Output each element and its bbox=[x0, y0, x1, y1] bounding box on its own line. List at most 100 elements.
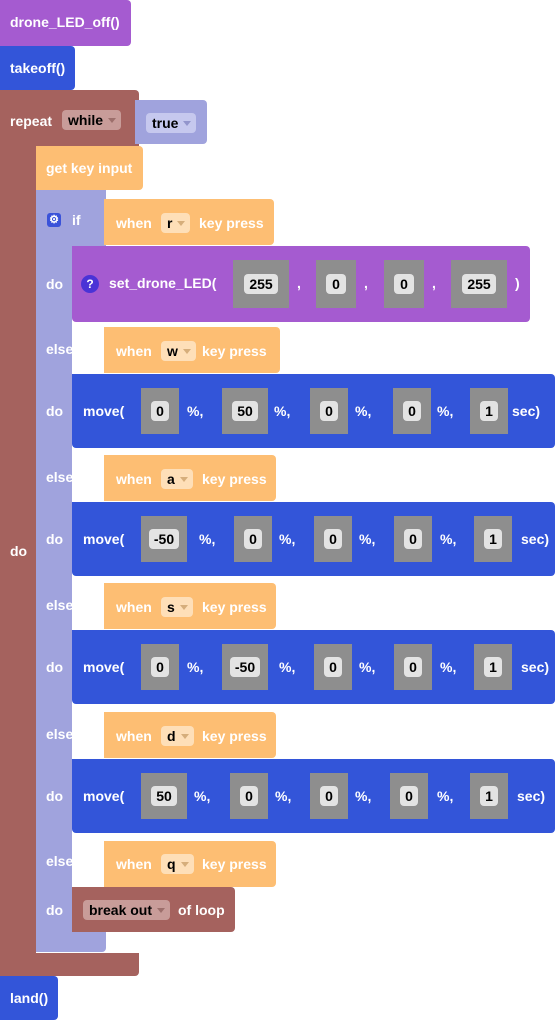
key-press-label: key press bbox=[202, 728, 267, 744]
if-block-spine[interactable] bbox=[36, 190, 72, 952]
percent-label: %, bbox=[274, 403, 291, 419]
key-press-label: key press bbox=[199, 215, 264, 231]
move-arg-field[interactable]: 0 bbox=[404, 657, 422, 677]
elseif-label: else if bbox=[46, 726, 86, 742]
percent-label: %, bbox=[440, 531, 457, 547]
led-arg-2[interactable]: 0 bbox=[326, 274, 346, 294]
repeat-do-label: do bbox=[10, 543, 28, 559]
key-dropdown-q[interactable]: q bbox=[161, 854, 194, 874]
percent-label: %, bbox=[355, 788, 372, 804]
move-arg-field[interactable]: 0 bbox=[324, 657, 342, 677]
comma: , bbox=[364, 275, 368, 291]
when-label: when bbox=[116, 728, 152, 744]
move-arg-field[interactable]: 0 bbox=[320, 786, 338, 806]
takeoff-label: takeoff() bbox=[10, 60, 66, 76]
key-press-label: key press bbox=[202, 856, 267, 872]
do-label: do bbox=[46, 531, 64, 547]
repeat-label: repeat bbox=[10, 113, 53, 129]
key-dropdown[interactable]: s bbox=[161, 597, 193, 617]
sec-label: sec) bbox=[517, 788, 546, 804]
repeat-bottom-arm bbox=[0, 953, 139, 976]
led-arg-4[interactable]: 255 bbox=[462, 274, 496, 294]
elseif-label: else if bbox=[46, 597, 86, 613]
close-paren: ) bbox=[515, 275, 520, 291]
percent-label: %, bbox=[187, 659, 204, 675]
break-mode-dropdown[interactable]: break out bbox=[83, 900, 171, 920]
repeat-spine bbox=[0, 146, 36, 976]
when-label: when bbox=[116, 599, 152, 615]
chevron-down-icon bbox=[157, 908, 166, 913]
help-icon[interactable]: ? bbox=[81, 275, 99, 293]
move-arg-field[interactable]: -50 bbox=[230, 657, 260, 677]
percent-label: %, bbox=[440, 659, 457, 675]
takeoff-block[interactable]: takeoff() bbox=[0, 46, 75, 90]
move-arg-field[interactable]: 0 bbox=[324, 529, 342, 549]
key-dropdown[interactable]: d bbox=[161, 726, 194, 746]
true-dropdown[interactable]: true bbox=[146, 113, 197, 133]
key-dropdown-r[interactable]: r bbox=[161, 213, 191, 233]
when-label: when bbox=[116, 856, 152, 872]
get-key-input-block[interactable]: get key input bbox=[36, 146, 143, 190]
do-label: do bbox=[46, 403, 64, 419]
led-arg-3[interactable]: 0 bbox=[394, 274, 414, 294]
sec-label: sec) bbox=[521, 531, 550, 547]
move-arg-field[interactable]: 0 bbox=[404, 529, 422, 549]
when-label: when bbox=[116, 343, 152, 359]
key-press-label: key press bbox=[202, 343, 267, 359]
chevron-down-icon bbox=[180, 862, 189, 867]
sec-label: sec) bbox=[521, 659, 550, 675]
move-arg-field[interactable]: 50 bbox=[151, 786, 177, 806]
key-dropdown[interactable]: a bbox=[161, 469, 193, 489]
move-label: move( bbox=[83, 403, 125, 419]
move-arg-field[interactable]: 0 bbox=[151, 657, 169, 677]
chevron-down-icon bbox=[182, 349, 191, 354]
set-drone-led-label: set_drone_LED( bbox=[109, 275, 217, 291]
key-dropdown[interactable]: w bbox=[161, 341, 196, 361]
get-key-input-label: get key input bbox=[46, 160, 133, 176]
if-block-bottom-arm bbox=[36, 930, 106, 952]
of-loop-label: of loop bbox=[178, 902, 225, 918]
land-block[interactable]: land() bbox=[0, 976, 58, 1020]
do-label: do bbox=[46, 788, 64, 804]
key-press-label: key press bbox=[202, 599, 267, 615]
gear-icon[interactable]: ⚙ bbox=[47, 213, 61, 227]
chevron-down-icon bbox=[179, 477, 188, 482]
move-arg-field[interactable]: 0 bbox=[403, 401, 421, 421]
percent-label: %, bbox=[355, 403, 372, 419]
percent-label: %, bbox=[199, 531, 216, 547]
percent-label: %, bbox=[275, 788, 292, 804]
move-arg-field[interactable]: 0 bbox=[151, 401, 169, 421]
percent-label: %, bbox=[437, 788, 454, 804]
percent-label: %, bbox=[279, 659, 296, 675]
if-label: if bbox=[72, 212, 81, 228]
do-label: do bbox=[46, 659, 64, 675]
move-arg-field[interactable]: 1 bbox=[480, 401, 498, 421]
move-arg-field[interactable]: 0 bbox=[400, 786, 418, 806]
if-header bbox=[72, 190, 106, 246]
move-label: move( bbox=[83, 659, 125, 675]
move-arg-field[interactable]: -50 bbox=[149, 529, 179, 549]
move-arg-field[interactable]: 1 bbox=[484, 529, 502, 549]
percent-label: %, bbox=[187, 403, 204, 419]
when-label: when bbox=[116, 215, 152, 231]
chevron-down-icon bbox=[177, 221, 186, 226]
chevron-down-icon bbox=[179, 605, 188, 610]
led-arg-1[interactable]: 255 bbox=[244, 274, 278, 294]
chevron-down-icon bbox=[108, 118, 117, 123]
chevron-down-icon bbox=[180, 734, 189, 739]
repeat-mode-dropdown[interactable]: while bbox=[62, 110, 122, 130]
drone-led-off-label: drone_LED_off() bbox=[10, 14, 120, 30]
move-arg-field[interactable]: 0 bbox=[320, 401, 338, 421]
do-label: do bbox=[46, 902, 64, 918]
move-arg-field[interactable]: 0 bbox=[244, 529, 262, 549]
key-press-label: key press bbox=[202, 471, 267, 487]
percent-label: %, bbox=[359, 659, 376, 675]
do-label-1: do bbox=[46, 276, 64, 292]
move-arg-field[interactable]: 1 bbox=[480, 786, 498, 806]
move-arg-field[interactable]: 1 bbox=[484, 657, 502, 677]
move-arg-field[interactable]: 50 bbox=[232, 401, 258, 421]
percent-label: %, bbox=[194, 788, 211, 804]
move-arg-field[interactable]: 0 bbox=[240, 786, 258, 806]
drone-led-off-block[interactable]: drone_LED_off() bbox=[0, 0, 131, 46]
percent-label: %, bbox=[359, 531, 376, 547]
